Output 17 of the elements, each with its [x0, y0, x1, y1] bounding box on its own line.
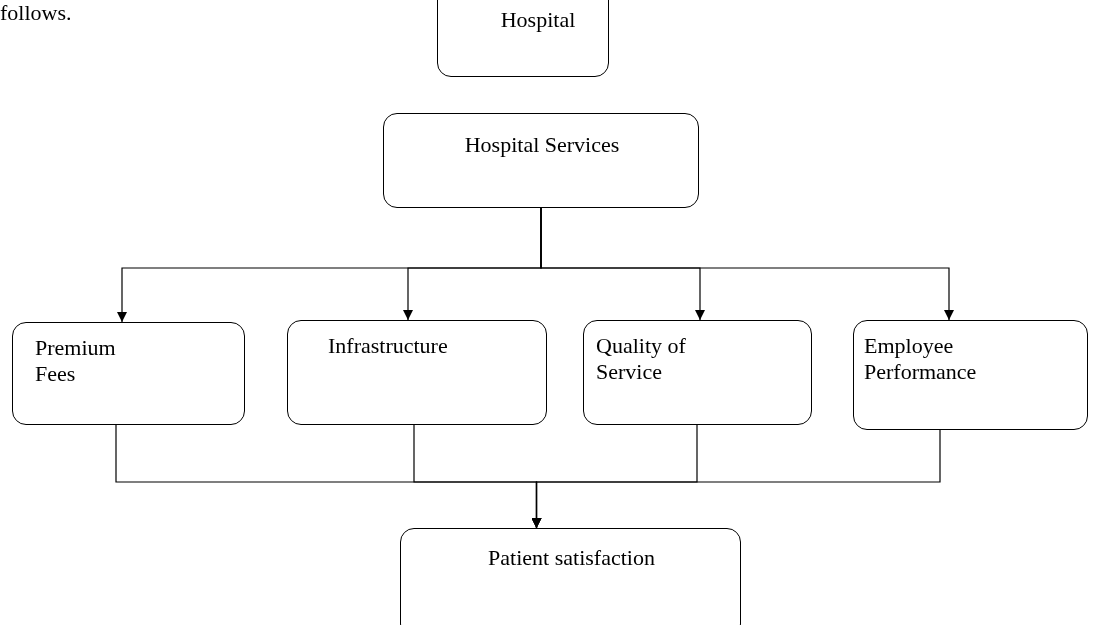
text-fragment: follows. — [0, 0, 72, 26]
process-box — [287, 320, 547, 425]
box-label: Hospital — [499, 7, 577, 34]
arrow — [531, 429, 941, 529]
box-label: Premium Fees — [35, 335, 117, 388]
arrow — [540, 207, 954, 321]
process-box — [853, 320, 1088, 430]
box-label: Infrastructure — [328, 333, 449, 360]
box-label: Hospital Services — [463, 132, 621, 159]
process-box — [583, 320, 812, 425]
box-label: Patient satisfaction — [487, 545, 656, 572]
process-box — [437, 0, 609, 77]
box-label: Employee Performance — [864, 333, 978, 386]
process-box — [383, 113, 699, 208]
process-box — [12, 322, 245, 425]
box-label: Quality of Service — [596, 333, 687, 386]
process-box — [400, 528, 741, 625]
